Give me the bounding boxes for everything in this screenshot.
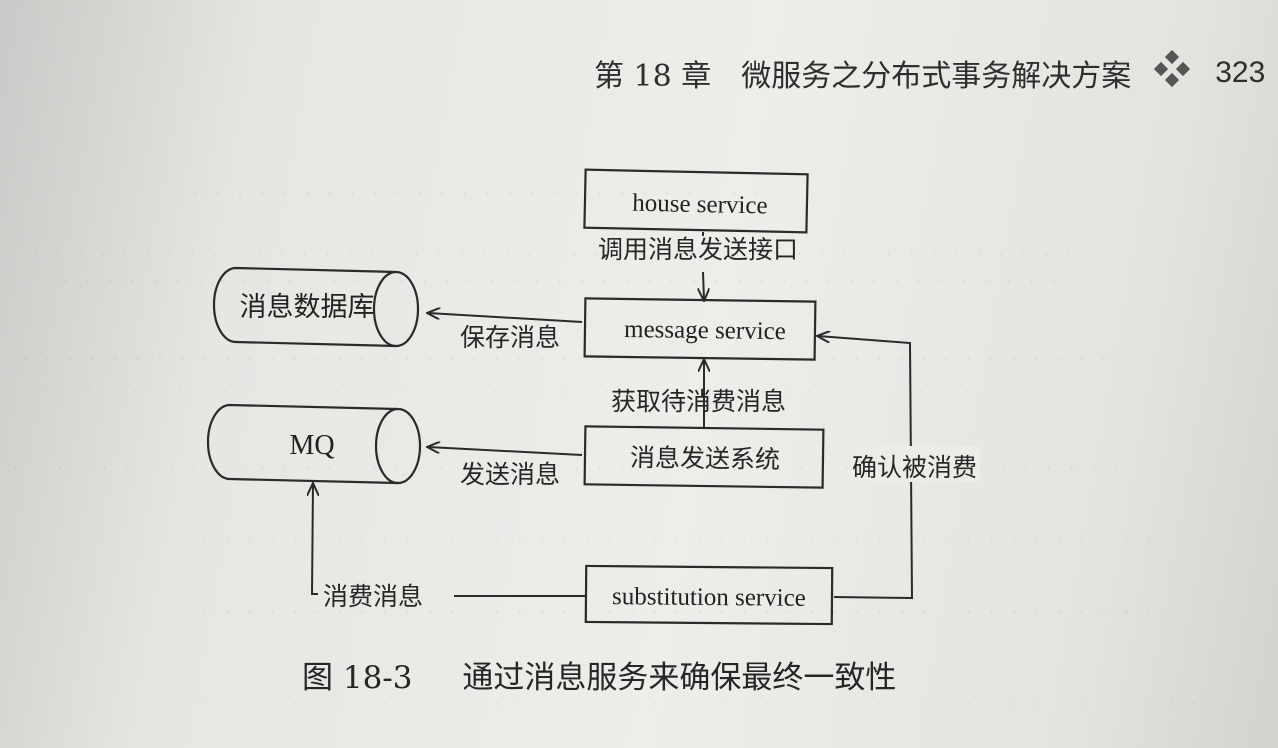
house-service-box: [583, 168, 809, 234]
bleed-through-text: . . . . . . . . . . . . . . . . . . . . …: [20, 345, 1110, 365]
arrow-message-to-db: [428, 313, 583, 323]
substitution-service-node: substitution service: [584, 564, 834, 626]
sender-system-label: 消息发送系统: [630, 443, 780, 474]
mq-cylinder: MQ: [206, 403, 422, 485]
chapter-title: 微服务之分布式事务解决方案: [741, 59, 1132, 94]
bleed-through-text: . . . . . . . . . . . . . . . . . . . . …: [200, 690, 1200, 710]
confirm-label-backdrop: [850, 446, 980, 482]
figure-caption-text: 通过消息服务来确保最终一致性: [462, 660, 897, 696]
substitution-service-box: [584, 564, 834, 626]
mq-inner-edge: [374, 407, 399, 485]
bleed-through-text: . . . . . . . . . . . . . . . . . . . . …: [200, 525, 1155, 545]
sender-system-box: [583, 425, 825, 489]
bleed-through-text: . . . . . . . . . . . . . . . . . . . . …: [10, 455, 1122, 475]
bleed-through-text: . . . . . . . . . . . . . . . . . . . . …: [30, 240, 1075, 260]
figure-number: 图 18-3: [302, 660, 413, 696]
bleed-through-text: . . . . . . . . . . . . . . . . . . . . …: [60, 268, 1060, 288]
house-service-node: house service: [583, 168, 809, 234]
sender-system-node: 消息发送系统: [583, 425, 825, 489]
figure-caption: 图 18-3 通过消息服务来确保最终一致性: [302, 652, 896, 697]
message-db-inner-edge: [372, 270, 397, 348]
message-db-label: 消息数据库: [240, 292, 375, 323]
edge-label-confirm-consumed: 确认被消费: [852, 453, 977, 482]
diamond-ornament-icon: [1153, 49, 1191, 96]
arrow-consume-to-mq: [312, 484, 318, 595]
mq-label: MQ: [289, 430, 334, 461]
edge-label-save-message: 保存消息: [460, 323, 560, 352]
arrow-sender-to-mq: [428, 447, 583, 456]
message-service-node: message service: [583, 297, 817, 361]
page-number: 323: [1215, 56, 1266, 89]
house-service-label: house service: [632, 190, 768, 220]
arrow-house-to-message: [703, 271, 704, 300]
message-service-label: message service: [624, 316, 786, 345]
edge-label-send-message: 发送消息: [460, 460, 560, 489]
message-db-cylinder: 消息数据库: [212, 266, 420, 348]
bleed-through-text: . . . . . . . . . . . . . . . . . . . . …: [40, 378, 1062, 398]
substitution-service-label: substitution service: [612, 583, 806, 612]
edge-label-fetch-pending: 获取待消费消息: [611, 387, 786, 416]
edge-label-call-send-api: 调用消息发送接口: [598, 235, 798, 264]
chapter-number: 第 18 章: [594, 59, 712, 94]
bleed-through-text: . . . . . . . . . . . . . . . . . . . . …: [190, 180, 763, 200]
bleed-through-text: . . . . . . . . . . . . . . . . . . . . …: [200, 598, 1155, 618]
page-header: 第 18 章 微服务之分布式事务解决方案 323: [594, 49, 1266, 96]
edge-label-consume-message: 消费消息: [323, 582, 423, 611]
